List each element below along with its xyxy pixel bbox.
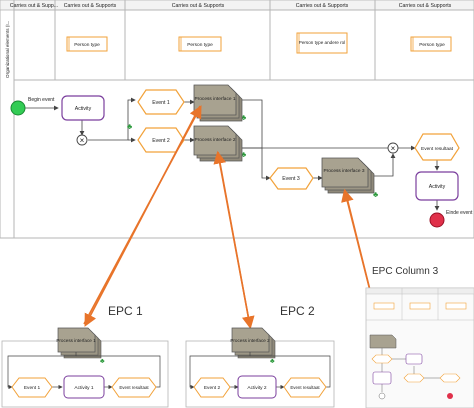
epc1-result-label: Event resultaat bbox=[119, 385, 149, 390]
epc2-event-label: Event 2 bbox=[204, 385, 221, 391]
column-header-1: Carries out & Supp... bbox=[10, 3, 58, 9]
epc2-result: Event resultaat bbox=[283, 377, 327, 398]
column-header-4: Carries out & Supports bbox=[296, 3, 349, 9]
process-interface-1: Process interface 1 bbox=[193, 84, 243, 122]
activity-label: Activity bbox=[75, 106, 92, 112]
activity-right: Activity bbox=[415, 171, 459, 201]
xor-symbol-right: × bbox=[391, 144, 396, 153]
epc2-interface: Process interface 2 bbox=[230, 327, 276, 359]
person-type-1: Person type bbox=[66, 36, 108, 52]
person-type-label: Person type andere rol bbox=[299, 40, 345, 45]
end-event-label: Einde event bbox=[446, 210, 473, 216]
epc2-activity: Activity 2 bbox=[237, 375, 277, 399]
pi2-label: Process interface 2 bbox=[194, 137, 235, 143]
pi3-symbol-icon: ♣ bbox=[373, 190, 379, 199]
column-header-3: Carries out & Supports bbox=[172, 3, 225, 9]
epc3-callout: EPC Column 3 bbox=[372, 266, 439, 277]
event-1: Event 1 bbox=[137, 89, 185, 115]
column-header-5: Carries out & Supports bbox=[399, 3, 452, 9]
epc2-detail: Process interface 2 ♣ Event 2 Activity 2… bbox=[185, 327, 335, 408]
activity-node: Activity bbox=[61, 95, 105, 121]
event-2: Event 2 bbox=[137, 127, 185, 153]
person-type-3: Person type andere rol bbox=[296, 32, 348, 54]
process-interface-3: Process interface 3 bbox=[321, 157, 375, 194]
xor-symbol: × bbox=[80, 136, 85, 145]
epc1-activity: Activity 1 bbox=[63, 375, 105, 399]
pi3-label: Process interface 3 bbox=[323, 168, 364, 174]
row-label: Organizational elements (I... bbox=[5, 21, 10, 78]
epc1-callout: EPC 1 bbox=[108, 304, 143, 318]
epc2-symbol-icon: ♣ bbox=[270, 358, 275, 365]
event-1-label: Event 1 bbox=[152, 100, 170, 106]
event-3: Event 3 bbox=[269, 167, 314, 190]
process-interface-2: Process interface 2 bbox=[193, 125, 243, 162]
epc1-detail: Process interface 1 ♣ Event 1 Activity 1… bbox=[1, 327, 169, 408]
person-type-label-text: Person type andere rol bbox=[299, 40, 345, 45]
person-type-label: Person type bbox=[74, 42, 100, 48]
activity-right-label: Activity bbox=[429, 184, 446, 190]
event-2-label: Event 2 bbox=[152, 138, 170, 144]
person-type-2: Person type bbox=[178, 36, 222, 52]
pi1-label: Process interface 1 bbox=[194, 96, 235, 102]
epc2-pi-label: Process interface 2 bbox=[230, 338, 270, 343]
epc3-thumbnail bbox=[365, 287, 474, 408]
epc1-pi-label: Process interface 1 bbox=[56, 338, 96, 343]
event-3-label: Event 3 bbox=[282, 176, 300, 182]
event-resultaat-label: Event resultaat bbox=[421, 146, 454, 152]
begin-event-label: Begin event bbox=[28, 97, 55, 103]
pi1-symbol-icon: ♣ bbox=[241, 113, 247, 122]
person-type-label: Person type bbox=[419, 42, 445, 48]
xor-gateway-left: × bbox=[76, 134, 88, 146]
activity-symbol-icon: ♣ bbox=[127, 122, 133, 131]
end-event-circle bbox=[429, 212, 445, 228]
epc2-event: Event 2 bbox=[193, 377, 231, 398]
epc1-symbol-icon: ♣ bbox=[100, 358, 105, 365]
epc1-interface: Process interface 1 bbox=[56, 327, 102, 359]
epc1-event-label: Event 1 bbox=[24, 385, 41, 391]
event-resultaat: Event resultaat bbox=[414, 133, 460, 161]
epc2-result-label: Event resultaat bbox=[290, 385, 320, 390]
column-header-2: Carries out & Supports bbox=[64, 3, 117, 9]
xor-gateway-right: × bbox=[387, 142, 399, 154]
epc2-callout: EPC 2 bbox=[280, 304, 315, 318]
pi2-symbol-icon: ♣ bbox=[241, 150, 247, 159]
begin-event-circle bbox=[10, 100, 26, 116]
flow-lines bbox=[25, 97, 440, 211]
epc1-activity-label: Activity 1 bbox=[74, 385, 94, 391]
person-type-4: Person type bbox=[410, 36, 452, 52]
person-type-label: Person type bbox=[187, 42, 213, 48]
epc2-activity-label: Activity 2 bbox=[247, 385, 267, 391]
epc1-result: Event resultaat bbox=[111, 377, 157, 398]
epc1-event: Event 1 bbox=[11, 377, 53, 398]
